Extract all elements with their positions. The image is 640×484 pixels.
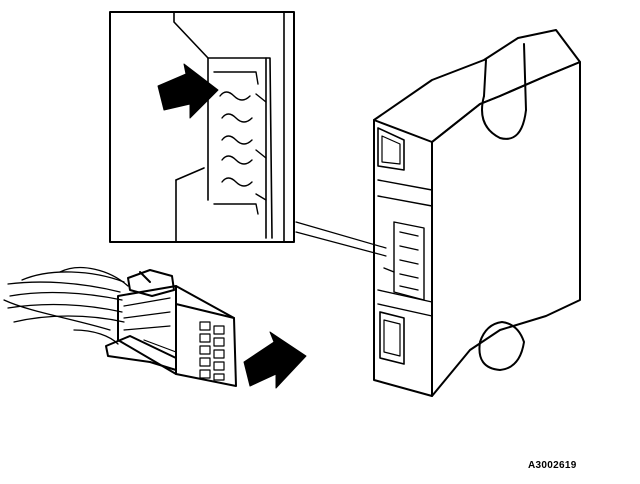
connector-plug [105,269,237,387]
leader-line [295,221,387,257]
figure-reference-code: A3002619 [528,460,577,471]
arrow-icon [243,331,307,389]
plug-terminals [199,321,225,381]
detail-inset [109,11,295,243]
wire-harness [3,266,129,345]
arrow-icon [157,63,219,119]
control-module [373,29,581,397]
module-socket [383,221,425,301]
inset-pins [213,71,267,215]
